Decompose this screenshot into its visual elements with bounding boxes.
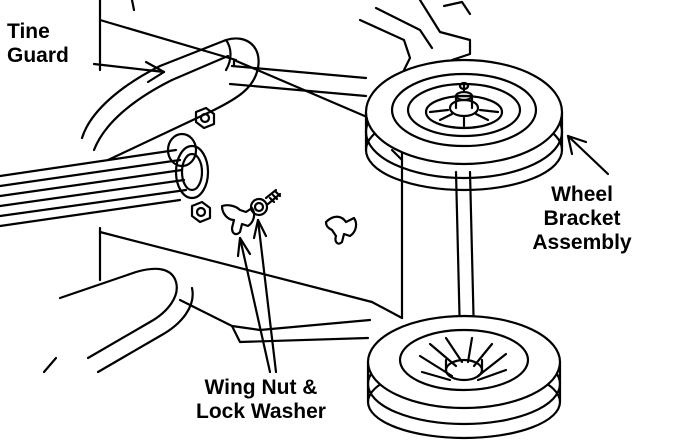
- tine-guard-label-line1: Tine: [7, 20, 50, 43]
- tine-guard-label: Tine Guard: [7, 20, 69, 68]
- wheel-bracket-label-line1: Wheel: [551, 183, 613, 206]
- leader-wing-nut: [236, 218, 278, 374]
- tine-shaft: [0, 132, 210, 228]
- wheel-bracket-label-line3: Assembly: [532, 231, 632, 254]
- hex-nut-lower: [190, 200, 212, 224]
- leader-tine-guard: [92, 60, 166, 84]
- tine-guard-frame: [42, 37, 372, 374]
- wing-nut-label-line2: Lock Washer: [196, 400, 326, 423]
- wing-nut-part: [220, 204, 256, 236]
- wheel-bracket-label-line2: Bracket: [543, 207, 621, 230]
- lower-wheel: [366, 314, 562, 440]
- lock-washer-part: [249, 197, 269, 217]
- wing-nut-mounted: [324, 215, 358, 245]
- wheel-bracket-assembly-label: Wheel Bracket Assembly: [532, 183, 631, 255]
- wing-nut-label-line1: Wing Nut &: [204, 376, 318, 399]
- leader-wheel-bracket: [566, 134, 610, 176]
- tiller-housing: [98, 0, 472, 320]
- bolt-part: [264, 188, 282, 206]
- upper-wheel: [364, 58, 564, 192]
- wing-nut-lock-washer-label: Wing Nut & Lock Washer: [196, 376, 326, 424]
- tine-guard-label-line2: Guard: [7, 44, 69, 67]
- hex-nut-upper: [194, 106, 216, 130]
